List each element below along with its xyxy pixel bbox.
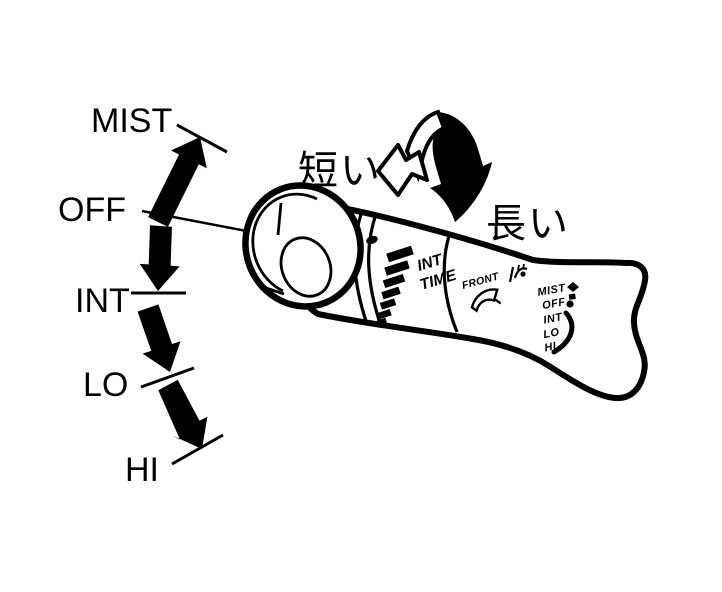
knob-face-line-top — [276, 202, 283, 236]
scale-bar — [378, 309, 392, 319]
square-marker-icon — [568, 293, 576, 300]
dot-marker-icon — [566, 300, 574, 308]
arrow-down-to-lo-icon — [137, 304, 181, 372]
rotation-arrow-icon — [376, 109, 492, 222]
face-label-mist: MIST — [537, 282, 568, 299]
face-label-lo: LO — [542, 326, 560, 341]
collar-indicator-dot — [366, 235, 378, 245]
label-int: INT — [75, 282, 130, 320]
label-off: OFF — [58, 191, 126, 229]
label-lo: LO — [83, 366, 128, 404]
face-position-legend: MIST OFF INT LO HI — [537, 282, 579, 355]
lever-position-scale: MIST OFF INT LO HI — [58, 102, 228, 489]
arrow-up-to-mist-icon — [148, 137, 207, 227]
knob-inner-rim — [251, 192, 318, 293]
arrow-down-to-int-icon — [139, 225, 180, 291]
arrow-down-to-hi-icon — [158, 379, 208, 449]
scale-bar — [386, 245, 414, 263]
collar-ring-line-left-inner — [367, 213, 383, 327]
rotation-arrow-long-head — [430, 112, 492, 222]
scale-bar — [381, 286, 401, 300]
wiper-mode-icon — [508, 263, 528, 283]
rotation-long-label: 長い — [486, 201, 570, 247]
scale-bar — [382, 273, 406, 289]
label-mist: MIST — [91, 102, 172, 140]
front-wiper-icon — [470, 288, 502, 313]
knob-face-line-bottom — [262, 285, 285, 296]
rotation-short-label: 短い — [298, 148, 382, 194]
diamond-marker-icon — [567, 282, 579, 292]
face-label-int: INT — [542, 311, 564, 327]
mist-tick — [176, 123, 228, 154]
label-hi: HI — [125, 451, 159, 489]
knob-recess — [279, 236, 333, 298]
scale-bar — [376, 317, 388, 327]
face-label-off: OFF — [541, 296, 566, 312]
lo-tick — [140, 366, 195, 389]
position-range-arc — [551, 310, 575, 355]
scale-bar — [384, 260, 410, 276]
rotation-arrow-short-head — [376, 143, 429, 197]
int-time-scale-bars — [376, 245, 414, 327]
scale-bar — [379, 298, 397, 310]
stalk-knob — [242, 182, 364, 310]
collar-ring-line-right — [442, 232, 459, 333]
hi-tick — [171, 433, 224, 466]
